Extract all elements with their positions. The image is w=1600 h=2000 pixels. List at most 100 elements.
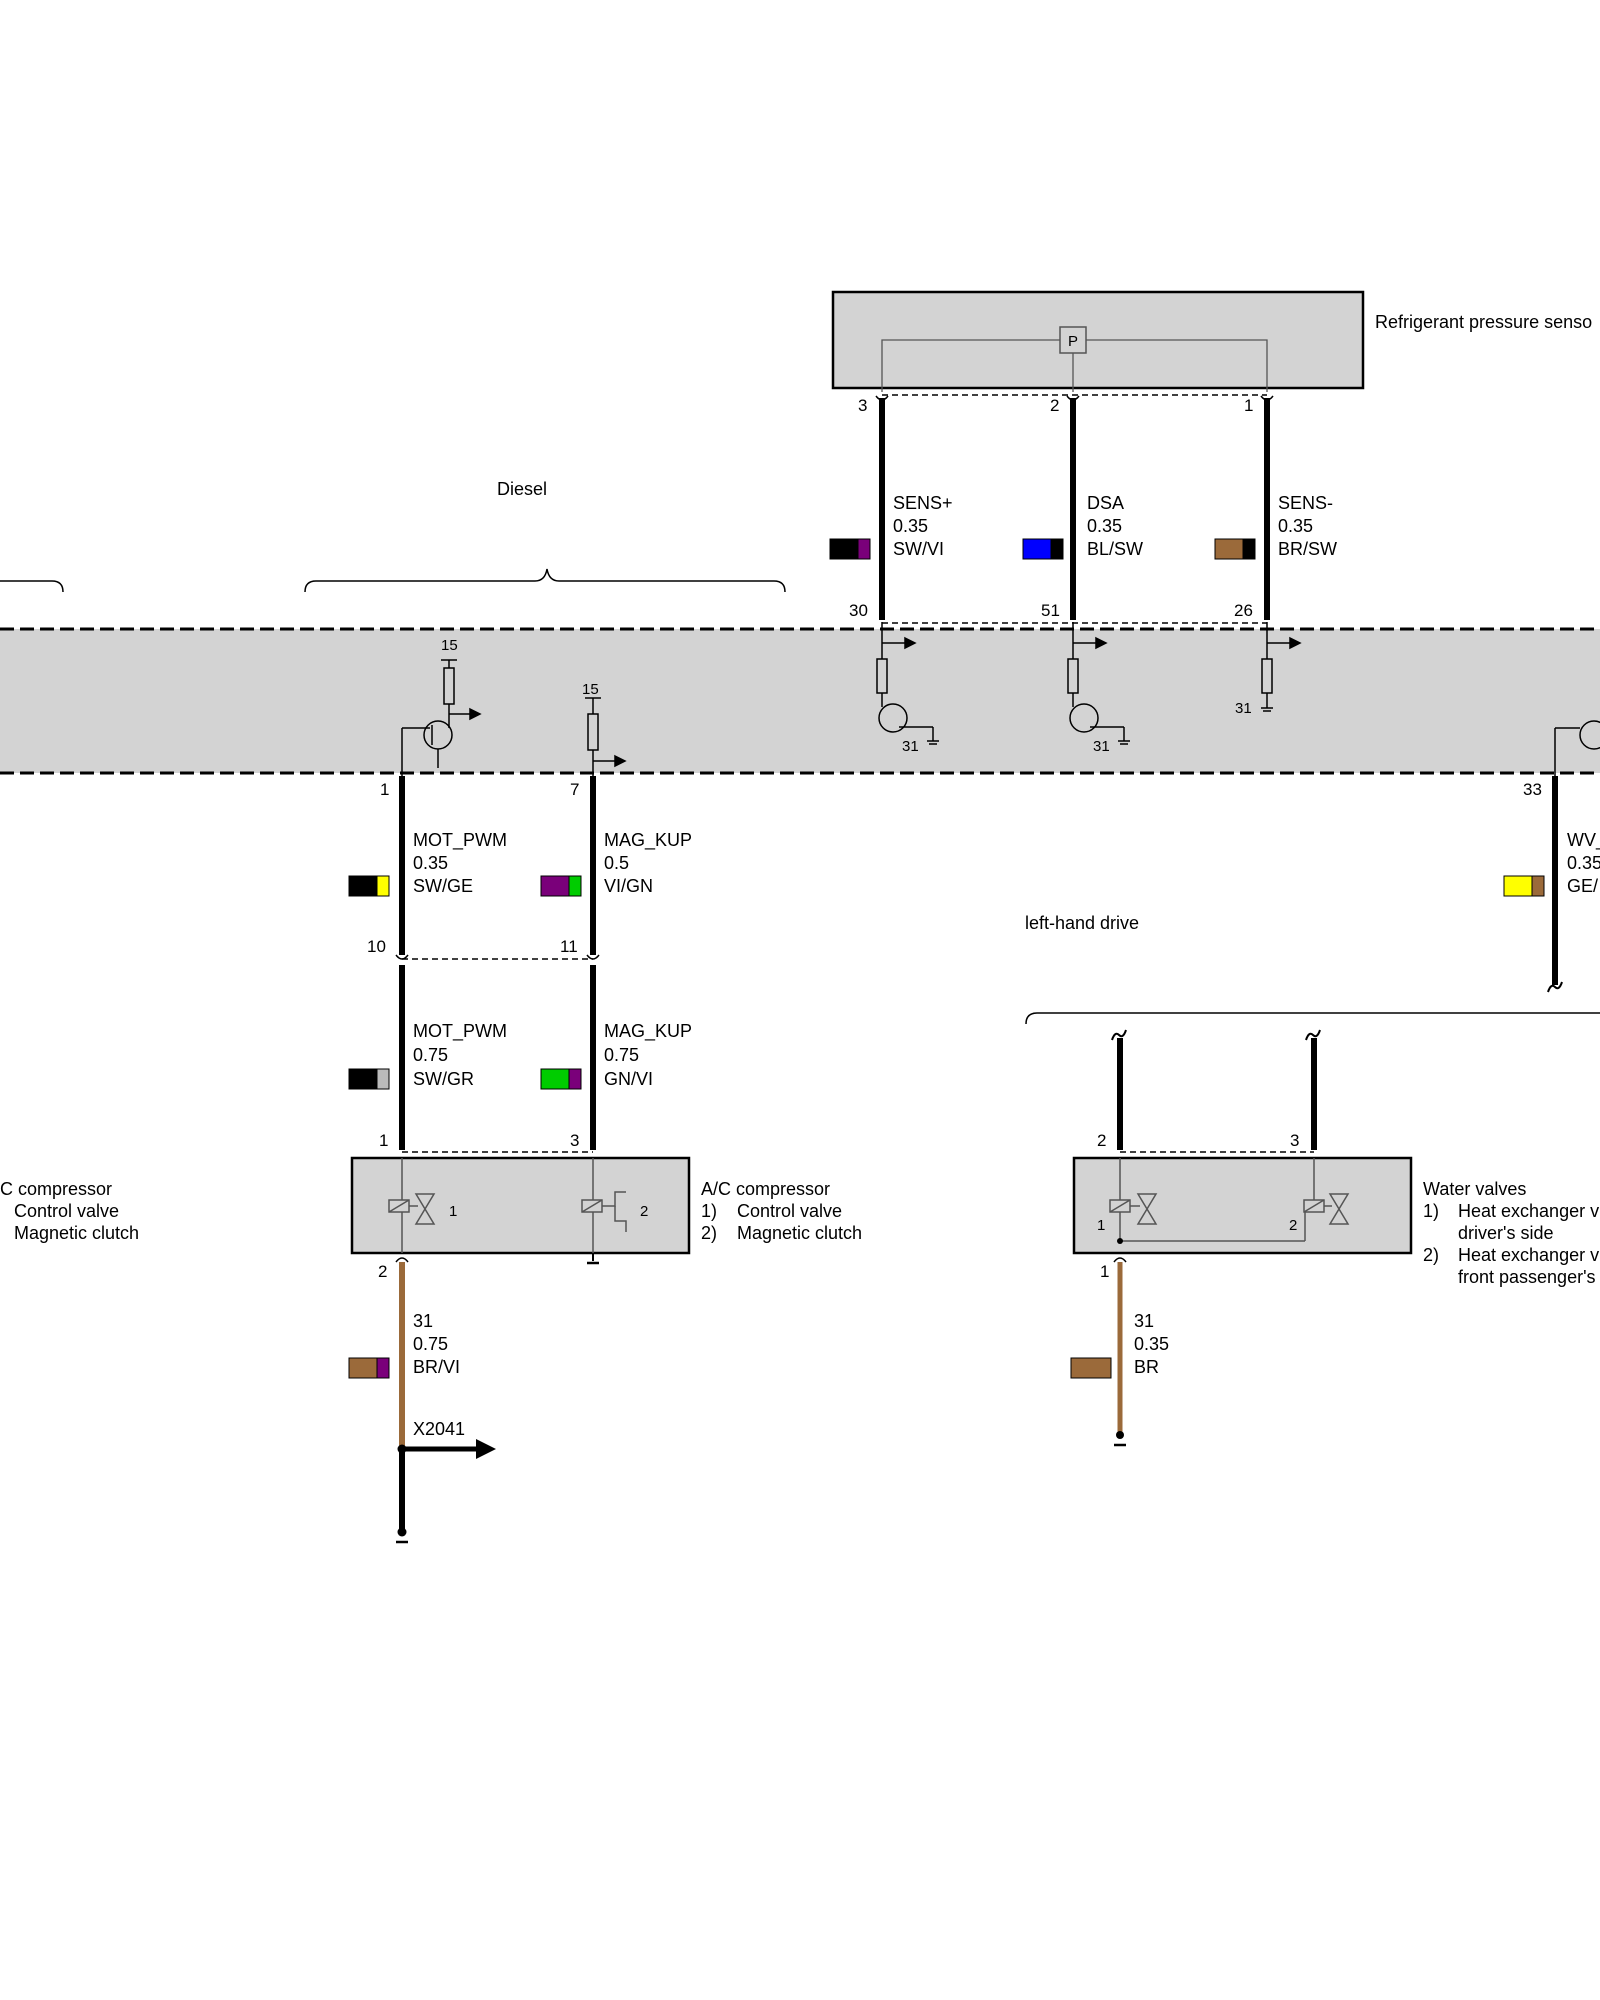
compressor-item1: Control valve [737, 1201, 842, 1221]
left-bracket-fragment [0, 580, 64, 593]
valve-symbol-1: 1 [1097, 1217, 1105, 1234]
connector-x2041: X2041 [413, 1419, 465, 1439]
ecu-output-stage-mot-pwm [401, 659, 482, 776]
compressor-item2: Magnetic clutch [737, 1223, 862, 1243]
ecu-input-stage-dsa [1067, 622, 1130, 745]
compressor-left-title: C compressor [0, 1179, 112, 1199]
gnd-31-a: 31 [902, 738, 919, 755]
compressor-symbol-1: 1 [449, 1203, 457, 1220]
valves-item1-line1: Heat exchanger v [1458, 1201, 1599, 1221]
mag-kup-1-color: VI/GN [604, 876, 653, 896]
pin-conn-11: 11 [560, 937, 578, 956]
sens-minus-swatch-1 [1214, 538, 1244, 560]
mot-pwm-1-swatch-1 [348, 875, 378, 897]
sensor-internal-lines [881, 339, 1060, 392]
wv-signal: WV_ [1567, 830, 1600, 851]
valves-n1: 1) [1423, 1201, 1439, 1221]
conn-cap-11 [586, 954, 600, 960]
gnd-comp-swatch-2 [376, 1357, 390, 1379]
valves-pin1-cap [1113, 1257, 1127, 1263]
mot-pwm-1-swatch-2 [376, 875, 390, 897]
mag-kup-1-size: 0.5 [604, 853, 629, 873]
dsa-color: BL/SW [1087, 539, 1143, 559]
magnetic-clutch-symbol [581, 1158, 627, 1253]
gnd-comp-color: BR/VI [413, 1357, 460, 1377]
wire-valve-left-break [1111, 1029, 1127, 1041]
sens-plus-color: SW/VI [893, 539, 944, 559]
valve-symbol-2: 2 [1289, 1217, 1297, 1234]
valves-item2-line2: front passenger's [1458, 1267, 1596, 1287]
supply-15-a: 15 [441, 637, 458, 654]
valves-n2: 2) [1423, 1245, 1439, 1265]
control-valve-symbol [388, 1158, 436, 1253]
pin-valves-1: 1 [1100, 1262, 1109, 1281]
pin-sensor-2: 2 [1050, 396, 1059, 415]
mag-kup-1-swatch-2 [568, 875, 582, 897]
valves-title: Water valves [1423, 1179, 1526, 1199]
ground-point-dot [397, 1527, 407, 1537]
pin-ecu-7: 7 [570, 780, 579, 799]
conn-cap-10 [395, 954, 409, 960]
sensor-internal-line-right [1086, 339, 1268, 392]
sensor-title: Refrigerant pressure senso [1375, 312, 1592, 332]
gnd-comp-swatch-1 [348, 1357, 378, 1379]
pin-sensor-1: 1 [1244, 396, 1253, 415]
gnd-31-c: 31 [1235, 700, 1252, 717]
pin-cap-3 [875, 395, 889, 401]
sens-minus-size: 0.35 [1278, 516, 1313, 536]
lhd-label: left-hand drive [1025, 913, 1139, 933]
control-unit [0, 627, 1600, 775]
ecu-output-stage-wv [1554, 720, 1600, 776]
pin-comp-2: 2 [378, 1262, 387, 1281]
pin-ecu-26: 26 [1234, 601, 1253, 620]
sens-minus-color: BR/SW [1278, 539, 1337, 559]
mot-pwm-1-size: 0.35 [413, 853, 448, 873]
compressor-n2: 2) [701, 1223, 717, 1243]
pin-comp-1: 1 [379, 1131, 388, 1150]
compressor-left-item2: Magnetic clutch [14, 1223, 139, 1243]
pin-valves-2: 2 [1097, 1131, 1106, 1150]
pin-ecu-51: 51 [1041, 601, 1060, 620]
water-valves: 1 2 [1072, 1156, 1413, 1255]
refrigerant-pressure-sensor: P Refrigerant pressure senso [831, 290, 1592, 392]
mot-pwm-1-signal: MOT_PWM [413, 830, 507, 851]
gnd-valves-color: BR [1134, 1357, 1159, 1377]
mot-pwm-2-size: 0.75 [413, 1045, 448, 1065]
sens-plus-size: 0.35 [893, 516, 928, 536]
dsa-swatch-2 [1050, 538, 1064, 560]
mot-pwm-2-swatch-1 [348, 1068, 378, 1090]
mag-kup-2-size: 0.75 [604, 1045, 639, 1065]
mag-kup-2-swatch-2 [568, 1068, 582, 1090]
wv-size: 0.35 [1567, 853, 1600, 873]
ecu-input-stage-sens-plus [876, 622, 939, 745]
mot-pwm-1-color: SW/GE [413, 876, 473, 896]
diesel-label: Diesel [497, 479, 547, 499]
mag-kup-1-signal: MAG_KUP [604, 830, 692, 851]
mag-kup-1-swatch-1 [540, 875, 570, 897]
pin-comp-3: 3 [570, 1131, 579, 1150]
gnd-comp-signal: 31 [413, 1311, 433, 1331]
gnd-valves-size: 0.35 [1134, 1334, 1169, 1354]
comp-pin2-cap [395, 1257, 409, 1263]
wv-swatch-1 [1503, 875, 1533, 897]
wv-color: GE/ [1567, 876, 1598, 896]
valves-ground-dot [1116, 1431, 1124, 1439]
sens-plus-swatch-1 [829, 538, 859, 560]
gnd-valves-swatch [1070, 1357, 1112, 1379]
pin-conn-10: 10 [367, 937, 386, 956]
ac-compressor: 1 2 [350, 1156, 691, 1265]
compressor-left-item1: Control valve [14, 1201, 119, 1221]
lhd-bracket [1025, 1012, 1600, 1025]
mot-pwm-2-swatch-2 [376, 1068, 390, 1090]
mot-pwm-2-signal: MOT_PWM [413, 1021, 507, 1042]
sens-minus-signal: SENS- [1278, 493, 1333, 513]
gnd-31-b: 31 [1093, 738, 1110, 755]
splice-x2041-arrow-head [476, 1439, 496, 1459]
compressor-symbol-2: 2 [640, 1203, 648, 1220]
dsa-size: 0.35 [1087, 516, 1122, 536]
pin-cap-1 [1260, 395, 1274, 401]
valve-2-symbol [1303, 1158, 1350, 1225]
valves-box [1072, 1156, 1413, 1255]
pin-ecu-1: 1 [380, 780, 389, 799]
valves-item2-line1: Heat exchanger v [1458, 1245, 1599, 1265]
